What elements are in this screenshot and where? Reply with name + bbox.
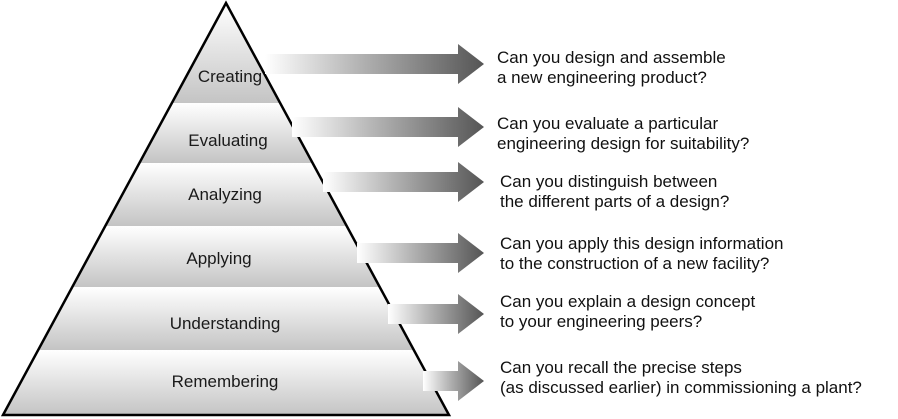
question-applying-line-2: to the construction of a new facility? — [500, 254, 770, 273]
pyramid-outline — [0, 0, 452, 417]
arrow-understanding — [388, 294, 484, 334]
question-remembering-line-2: (as discussed earlier) in commissioning … — [500, 378, 862, 397]
question-evaluating-line-1: Can you evaluate a particular — [497, 114, 719, 133]
pyramid-band-creating — [3, 3, 449, 103]
question-understanding-line-1: Can you explain a design concept — [500, 292, 756, 311]
question-analyzing-line-2: the different parts of a design? — [500, 192, 730, 211]
level-label-remembering: Remembering — [172, 372, 279, 391]
question-understanding: Can you explain a design concept to your… — [500, 292, 755, 332]
question-applying-line-1: Can you apply this design information — [500, 234, 784, 253]
question-applying: Can you apply this design information to… — [500, 234, 784, 274]
level-label-analyzing: Analyzing — [188, 185, 262, 204]
question-remembering-line-1: Can you recall the precise steps — [500, 358, 742, 377]
pyramid-band-remembering — [3, 350, 449, 415]
question-creating-line-2: a new engineering product? — [497, 68, 707, 87]
question-evaluating: Can you evaluate a particular engineerin… — [497, 114, 749, 154]
question-creating-line-1: Can you design and assemble — [497, 48, 726, 67]
level-label-creating: Creating — [198, 67, 262, 86]
level-label-applying: Applying — [186, 249, 251, 268]
question-creating: Can you design and assemble a new engine… — [497, 48, 726, 88]
arrow-creating — [265, 44, 484, 84]
arrows — [265, 44, 484, 401]
level-label-evaluating: Evaluating — [188, 131, 267, 150]
arrow-remembering — [423, 361, 484, 401]
question-evaluating-line-2: engineering design for suitability? — [497, 134, 750, 153]
arrow-applying — [357, 233, 484, 273]
question-understanding-line-2: to your engineering peers? — [500, 312, 703, 331]
arrow-evaluating — [292, 107, 484, 147]
question-remembering: Can you recall the precise steps (as dis… — [500, 358, 862, 398]
arrow-analyzing — [323, 162, 484, 202]
question-analyzing: Can you distinguish between the differen… — [500, 172, 729, 212]
pyramid-band-understanding — [3, 287, 449, 350]
question-analyzing-line-1: Can you distinguish between — [500, 172, 718, 191]
level-label-understanding: Understanding — [170, 314, 281, 333]
